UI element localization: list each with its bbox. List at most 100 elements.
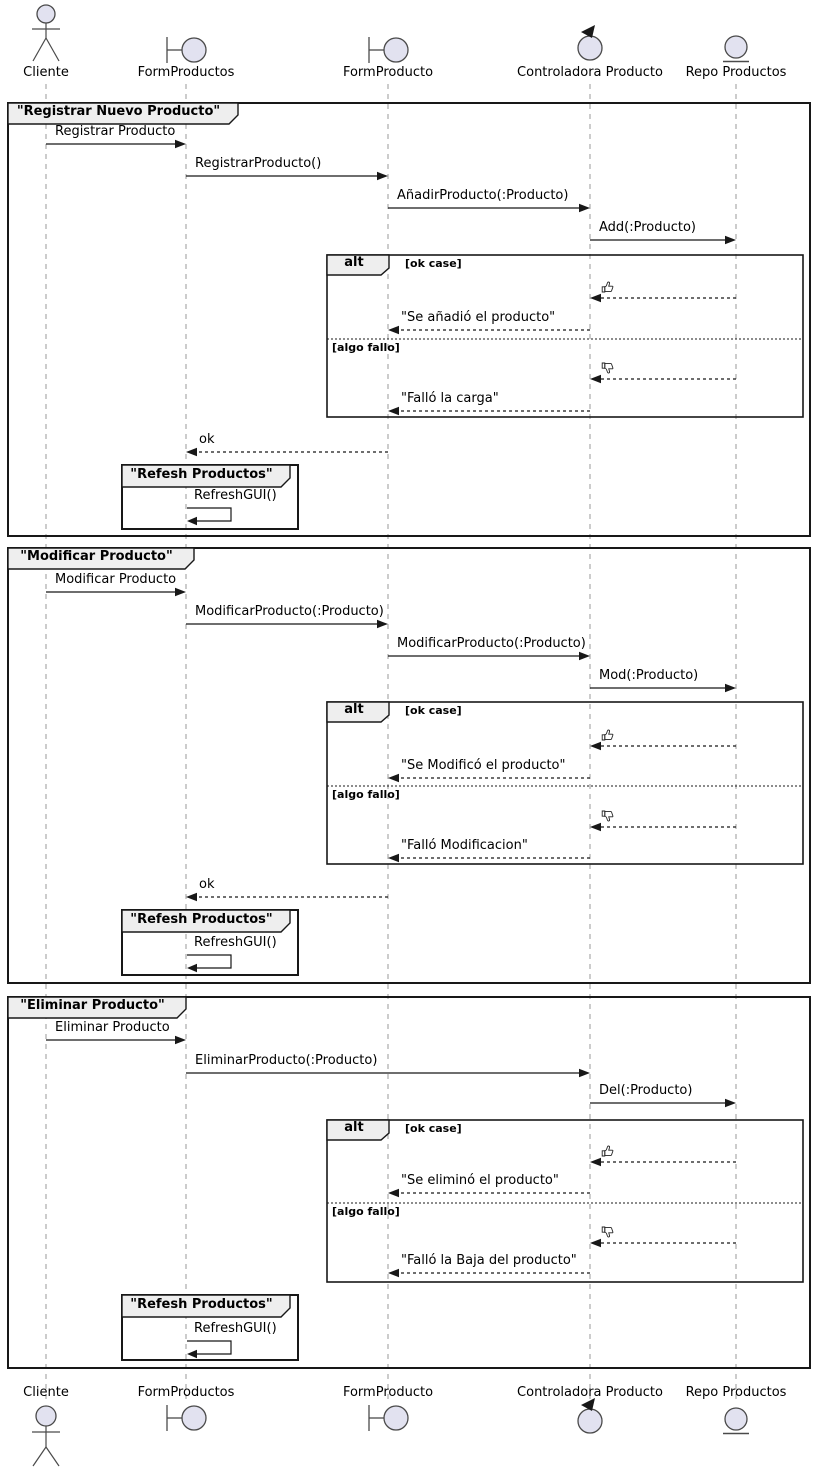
arrowhead-icon [187,963,197,973]
arrowhead-icon [579,1068,590,1078]
message-label: Registrar Producto [55,124,176,139]
message-arrow [388,406,590,416]
thumb-up-icon [601,281,614,293]
message-arrow [46,1035,186,1045]
control-arrow-icon [581,1398,595,1411]
actor-icon [32,4,60,62]
message-arrow [590,683,736,693]
arrowhead-icon [579,203,590,213]
message-label: EliminarProducto(:Producto) [195,1053,378,1068]
arrowhead-icon [590,374,601,384]
message-label: ok [199,877,215,892]
arrowhead-icon [377,171,388,181]
self-message-arrow [187,1340,232,1359]
message-label: Mod(:Producto) [599,668,699,683]
message-arrow [388,203,590,213]
alt-condition-label: [algo fallo] [332,788,400,801]
arrowhead-icon [590,741,601,751]
boundary-icon [368,1405,409,1431]
thumb-down-icon [601,1226,614,1238]
message-arrow [590,1098,736,1108]
frame-border [7,996,811,1369]
arrowhead-icon [725,683,736,693]
arrowhead-icon [388,325,399,335]
arrowhead-icon [175,139,186,149]
frame-tab [7,547,195,570]
participant-label: FormProducto [342,1385,434,1400]
arrowhead-icon [590,1157,601,1167]
alt-tab [326,1119,390,1141]
arrowhead-icon [579,651,590,661]
participant-label: Cliente [23,1385,69,1400]
message-arrow [590,822,736,832]
frame-tab [7,102,239,125]
arrowhead-icon [186,447,197,457]
message-label: Eliminar Producto [55,1020,170,1035]
boundary-icon [368,37,409,63]
alt-condition-label: [ok case] [405,257,462,270]
thumb-down-icon [601,362,614,374]
message-label: RegistrarProducto() [195,156,322,171]
frame-tab [7,996,187,1019]
message-arrow [46,587,186,597]
inner-frame-title: "Refesh Productos" [130,467,273,482]
message-label: "Falló la Baja del producto" [401,1253,577,1268]
arrowhead-icon [187,516,197,526]
message-arrow [186,1068,590,1078]
message-arrow [388,325,590,335]
frame-border [7,547,811,984]
message-arrow [186,171,388,181]
alt-condition-label: [algo fallo] [332,341,400,354]
arrowhead-icon [388,406,399,416]
message-label: "Se Modificó el producto" [401,758,566,773]
alt-frame [326,701,804,865]
arrowhead-icon [186,892,197,902]
arrowhead-icon [725,235,736,245]
thumb-down-icon [601,810,614,822]
message-arrow [388,1268,590,1278]
message-arrow [186,619,388,629]
self-message-arrow [187,507,232,526]
alt-operator-label: alt [344,1120,364,1135]
self-message-arrow [187,954,232,973]
message-arrow [590,293,736,303]
arrowhead-icon [590,293,601,303]
alt-tab [326,701,390,723]
inner-frame-tab [121,464,291,488]
arrowhead-icon [388,1188,399,1198]
frame-title: "Eliminar Producto" [20,998,165,1013]
message-arrow [590,235,736,245]
message-label: Modificar Producto [55,572,177,587]
message-arrow [388,853,590,863]
inner-frame-title: "Refesh Productos" [130,1297,273,1312]
message-arrow [46,139,186,149]
participant-label: Controladora Producto [517,1385,663,1400]
inner-frame-tab [121,1294,291,1318]
arrowhead-icon [175,587,186,597]
inner-frame-tab [121,909,291,933]
arrowhead-icon [377,619,388,629]
participant-label: FormProducto [342,65,434,80]
frame-title: "Modificar Producto" [20,549,173,564]
alt-frame [326,254,804,418]
message-arrow [186,892,388,902]
arrowhead-icon [388,773,399,783]
alt-operator-label: alt [344,255,364,270]
message-arrow [590,741,736,751]
alt-operator-label: alt [344,702,364,717]
thumb-up-icon [601,729,614,741]
message-label: "Falló Modificacion" [401,838,528,853]
message-label: "Falló la carga" [401,391,499,406]
message-label: ModificarProducto(:Producto) [195,604,384,619]
entity-icon [723,1407,749,1435]
message-arrow [590,1238,736,1248]
message-label: AñadirProducto(:Producto) [397,188,569,203]
self-message-label: RefreshGUI() [194,488,277,503]
boundary-icon [166,37,207,63]
message-label: "Se eliminó el producto" [401,1173,559,1188]
alt-condition-label: [ok case] [405,1122,462,1135]
message-arrow [186,447,388,457]
alt-tab [326,254,390,276]
arrowhead-icon [388,1268,399,1278]
